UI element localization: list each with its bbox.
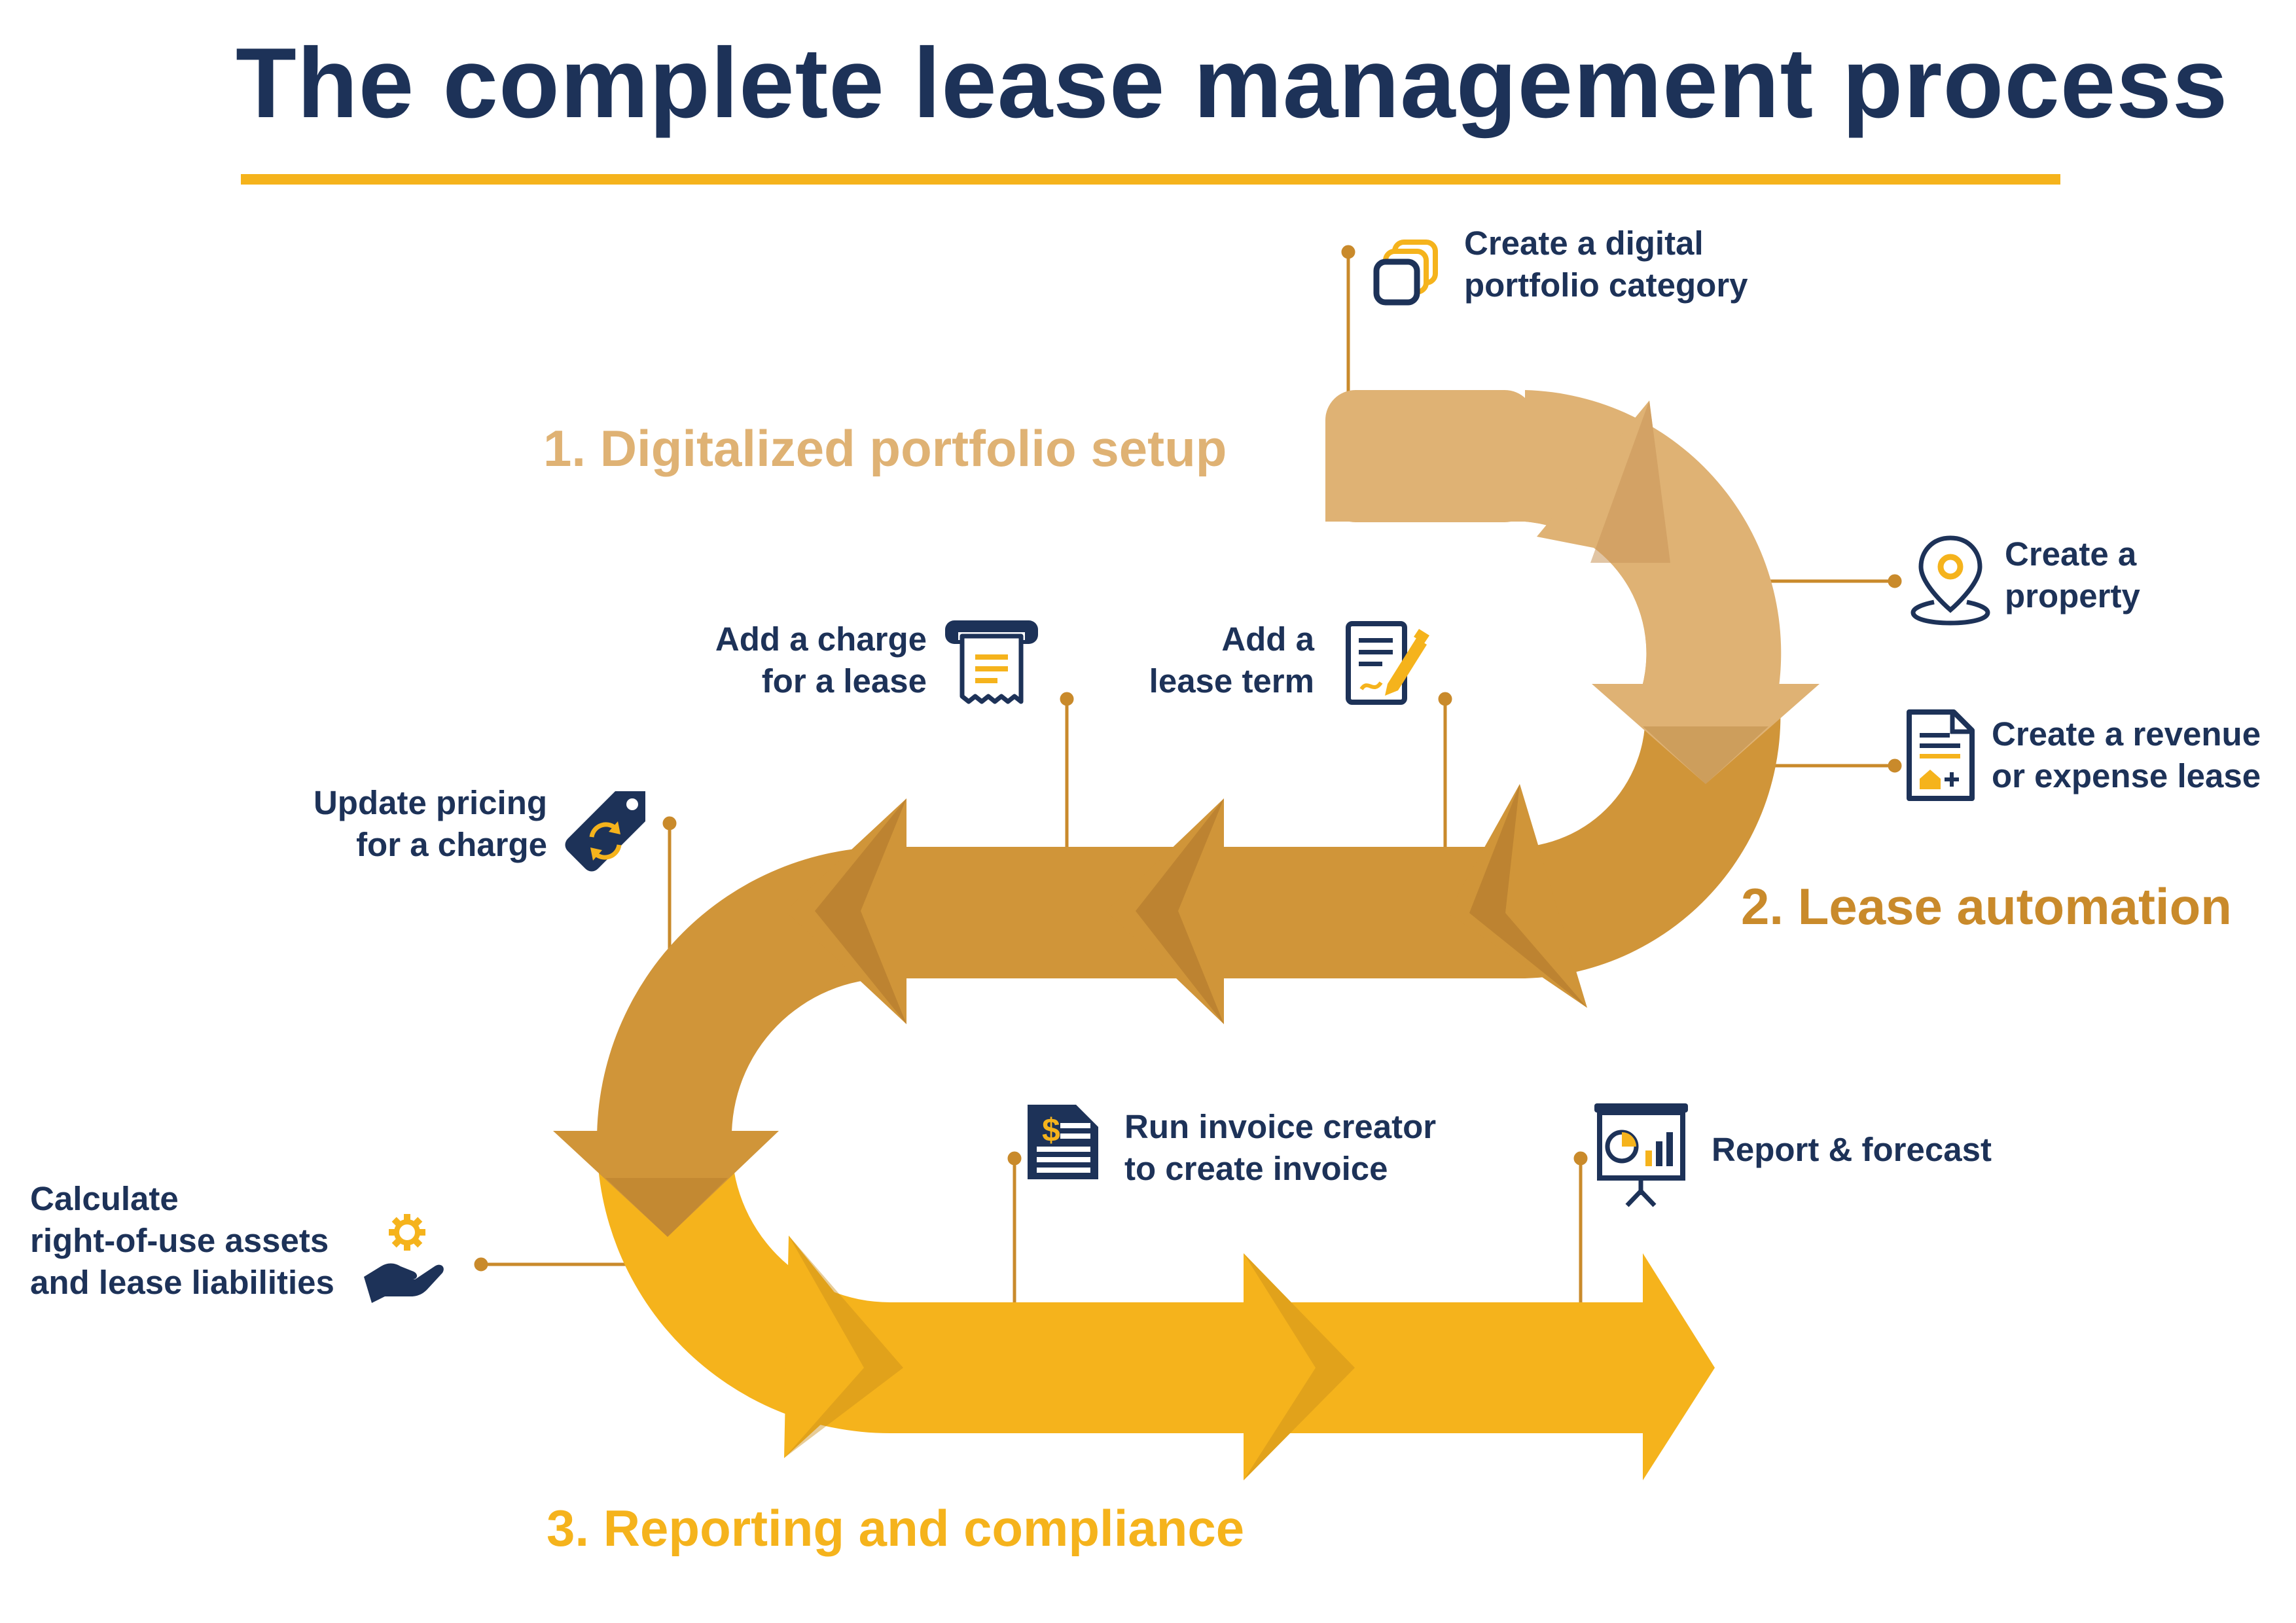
step-add-charge: Add a charge for a lease bbox=[715, 618, 927, 702]
step-report-forecast-line-1: Report & forecast bbox=[1712, 1131, 1992, 1168]
stage1-arrowhead-down bbox=[1592, 684, 1820, 784]
step-add-charge-line-1: Add a charge bbox=[715, 620, 927, 658]
step-run-invoice-line-2: to create invoice bbox=[1124, 1150, 1388, 1187]
step-calculate-rou: Calculate right-of-use assets and lease … bbox=[30, 1178, 334, 1304]
stage2-arrowhead-down bbox=[553, 1131, 779, 1237]
stage2-chevron-3-shadow bbox=[815, 798, 906, 1024]
connector-lines bbox=[474, 245, 1902, 1308]
location-pin-icon bbox=[1910, 535, 1990, 626]
step-add-lease-term-line-2: lease term bbox=[1149, 662, 1314, 700]
step-create-category-line-2: portfolio category bbox=[1464, 266, 1748, 304]
step-create-category: Create a digital portfolio category bbox=[1464, 223, 1748, 306]
step-report-forecast: Report & forecast bbox=[1712, 1129, 1992, 1171]
step-add-charge-line-2: for a lease bbox=[761, 662, 927, 700]
svg-text:$: $ bbox=[1042, 1112, 1060, 1149]
receipt-icon bbox=[945, 620, 1038, 704]
stage1-start-cap bbox=[1325, 390, 1535, 522]
stage-3-label: 3. Reporting and compliance bbox=[547, 1499, 1245, 1557]
page-title: The complete lease management process bbox=[236, 27, 2229, 139]
stage2-arrowhead-shadow bbox=[605, 1178, 728, 1237]
step-create-property: Create a property bbox=[2005, 533, 2140, 617]
stage2-chevron-2-shadow bbox=[1136, 798, 1224, 1024]
step-add-lease-term: Add a lease term bbox=[1149, 618, 1314, 702]
presentation-chart-icon bbox=[1594, 1103, 1688, 1207]
stage3-arrowhead-end bbox=[1643, 1253, 1715, 1480]
stage1-chevron-shadow-1 bbox=[1590, 401, 1670, 563]
step-create-lease: Create a revenue or expense lease bbox=[1992, 713, 2261, 797]
stage3-arc bbox=[597, 1140, 1643, 1433]
title-underline bbox=[241, 174, 2060, 185]
invoice-dollar-icon: $ bbox=[1028, 1105, 1098, 1179]
step-create-category-line-1: Create a digital bbox=[1464, 224, 1704, 262]
step-create-property-line-1: Create a bbox=[2005, 535, 2137, 573]
step-create-lease-line-1: Create a revenue bbox=[1992, 715, 2261, 753]
step-calculate-rou-line-2: right-of-use assets bbox=[30, 1222, 329, 1259]
step-create-lease-line-2: or expense lease bbox=[1992, 757, 2261, 794]
step-add-lease-term-line-1: Add a bbox=[1221, 620, 1314, 658]
step-calculate-rou-line-1: Calculate bbox=[30, 1180, 179, 1217]
stage2-chevron-1-shadow bbox=[1469, 784, 1587, 1008]
step-update-pricing-line-2: for a charge bbox=[356, 826, 547, 863]
step-create-property-line-2: property bbox=[2005, 577, 2140, 615]
stage1-arrowhead-shadow bbox=[1643, 726, 1768, 784]
price-tag-refresh-icon bbox=[565, 791, 645, 872]
layers-icon bbox=[1373, 240, 1438, 306]
document-pen-icon bbox=[1346, 621, 1429, 705]
step-calculate-rou-line-3: and lease liabilities bbox=[30, 1264, 334, 1301]
step-run-invoice: Run invoice creator to create invoice bbox=[1124, 1106, 1436, 1190]
stage3-chevron-2 bbox=[1244, 1253, 1355, 1480]
document-house-icon bbox=[1907, 709, 1975, 801]
stage3-chevron-2-shadow bbox=[1244, 1253, 1355, 1480]
step-update-pricing: Update pricing for a charge bbox=[314, 782, 547, 866]
stage2-chevron-1 bbox=[1448, 784, 1587, 1008]
hand-gear-icon bbox=[364, 1214, 444, 1303]
stage-1-label: 1. Digitalized portfolio setup bbox=[543, 419, 1227, 477]
step-run-invoice-line-1: Run invoice creator bbox=[1124, 1108, 1437, 1145]
stage3-chevron-1-shadow bbox=[784, 1236, 903, 1458]
stage3-chevron-1 bbox=[784, 1236, 890, 1458]
stage-2-label: 2. Lease automation bbox=[1741, 878, 2232, 935]
step-update-pricing-line-1: Update pricing bbox=[313, 784, 547, 821]
